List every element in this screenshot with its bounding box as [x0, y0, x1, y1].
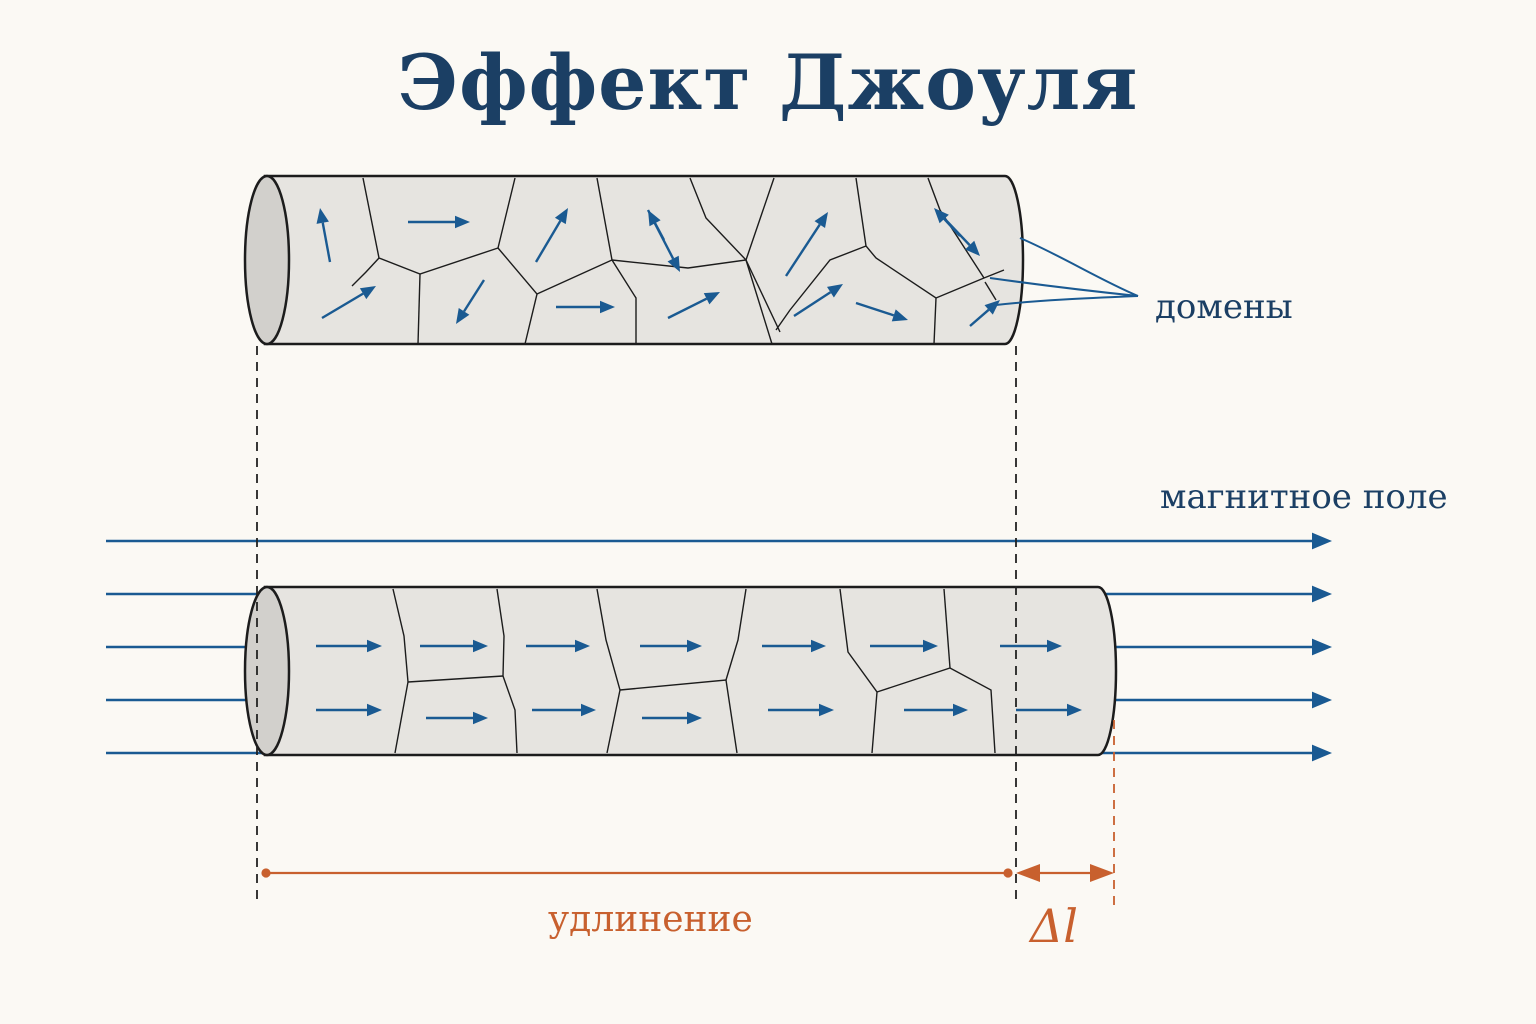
domain-arrow [1016, 703, 1082, 717]
domain-arrow [904, 703, 968, 717]
domain-arrow [870, 639, 938, 653]
domain-arrow [316, 639, 382, 653]
reference-lines [256, 346, 1115, 905]
domain-arrow [784, 212, 828, 277]
rod-bottom-domain-arrows [316, 639, 1082, 725]
delta-l-label: Δl [1028, 899, 1078, 953]
rod-bottom-body [263, 585, 1118, 757]
rod-bottom-end-face [243, 585, 291, 757]
domain-arrow [640, 639, 702, 653]
domain-arrow [934, 208, 961, 237]
domain-arrow [420, 639, 488, 653]
domain-arrow [534, 208, 568, 263]
domain-arrow [648, 210, 666, 241]
domain-arrow [321, 286, 376, 320]
elongation-label: удлинение [548, 899, 753, 940]
page-title: Эффект Джоуля [397, 38, 1139, 127]
domain-arrow [1000, 639, 1062, 653]
rod-top-body [263, 174, 1025, 346]
rod-top-end-face [243, 174, 291, 346]
domain-arrow [969, 300, 1000, 327]
rod-magnetized [243, 585, 1118, 757]
elongation-measure [261, 864, 1114, 882]
field-line [106, 532, 1332, 550]
rod-top-domain-walls [351, 177, 1005, 345]
rod-top-domain-arrows [316, 208, 1000, 327]
domain-arrow [768, 703, 834, 717]
rod-unmagnetized [243, 174, 1025, 346]
domains-label: домены [1155, 287, 1293, 327]
domain-arrow [855, 301, 908, 322]
domain-arrow [426, 711, 488, 725]
domain-arrow [316, 703, 382, 717]
domain-arrow [642, 711, 702, 725]
magnetic-field-label: магнитное поле [1160, 477, 1448, 517]
rod-bottom-domain-walls [392, 588, 996, 754]
domain-arrow [793, 284, 843, 318]
domain-arrow [408, 215, 470, 229]
domain-arrow [667, 292, 720, 320]
domain-arrow [316, 208, 332, 263]
domain-arrow [556, 300, 615, 314]
domain-arrow [526, 639, 590, 653]
domain-arrow [762, 639, 826, 653]
domain-arrow [532, 703, 596, 717]
domains-leader-lines [989, 237, 1139, 306]
domain-arrow [456, 279, 486, 324]
